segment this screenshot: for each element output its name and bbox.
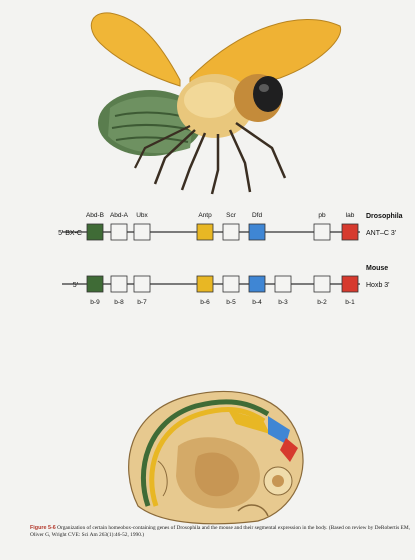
gene-box-antp: [197, 224, 213, 240]
figure-label: Figure 5-6: [30, 525, 56, 531]
homeobox-gene-diagram: 5' BX-C ANT–C 3' Drosophila Abd-B Abd-A Ubx An…: [0, 200, 415, 310]
gene-label: Abd-B: [86, 212, 104, 219]
gene-box-b-5: [223, 276, 239, 292]
gene-label: b-4: [252, 299, 262, 306]
figure-caption: Figure 5-6 Organization of certain homeo…: [30, 525, 410, 539]
gene-label: lab: [346, 212, 355, 219]
gene-label: b-2: [317, 299, 327, 306]
gene-label: b-7: [137, 299, 147, 306]
drosophila-gene-row: 5' BX-C ANT–C 3' Drosophila Abd-B Abd-A Ubx An…: [58, 212, 403, 240]
gene-box-b-8: [111, 276, 127, 292]
gene-box-lab: [342, 224, 358, 240]
gene-label: Dfd: [252, 212, 263, 219]
row-suffix-label: Hoxb 3': [366, 282, 390, 289]
gene-label: Ubx: [136, 212, 148, 219]
gene-label: b-9: [90, 299, 100, 306]
gene-label: b-6: [200, 299, 210, 306]
gene-box-b-7: [134, 276, 150, 292]
gene-label: Antp: [198, 212, 212, 219]
caption-text: Organization of certain homeobox-contain…: [30, 525, 410, 538]
mouse-embryo-illustration: [118, 376, 318, 526]
gene-box-pb: [314, 224, 330, 240]
gene-box-b-1: [342, 276, 358, 292]
gene-label: b-8: [114, 299, 124, 306]
row-prefix-label: 5' BX-C: [58, 230, 82, 237]
drosophila-illustration: [40, 8, 360, 198]
gene-label: b-1: [345, 299, 355, 306]
gene-label: Abd-A: [110, 212, 129, 219]
gene-box-abd-b: [87, 224, 103, 240]
mouse-gene-row: 5' Hoxb 3' Mouse b-9 b-8 b-7 b-6 b-5 b-4 b-3 b-2 b-…: [62, 265, 390, 306]
gene-box-abd-a: [111, 224, 127, 240]
gene-label: b-5: [226, 299, 236, 306]
gene-box-b-4: [249, 276, 265, 292]
gene-box-b-3: [275, 276, 291, 292]
gene-label: b-3: [278, 299, 288, 306]
gene-label: Scr: [226, 212, 237, 219]
gene-box-dfd: [249, 224, 265, 240]
row-prefix-label: 5': [73, 282, 78, 289]
gene-box-scr: [223, 224, 239, 240]
gene-box-b-6: [197, 276, 213, 292]
gene-label: pb: [318, 212, 326, 219]
species-label: Drosophila: [366, 213, 403, 220]
gene-box-ubx: [134, 224, 150, 240]
gene-box-b-9: [87, 276, 103, 292]
gene-box-b-2: [314, 276, 330, 292]
species-label: Mouse: [366, 265, 388, 272]
row-suffix-label: ANT–C 3': [366, 230, 396, 237]
